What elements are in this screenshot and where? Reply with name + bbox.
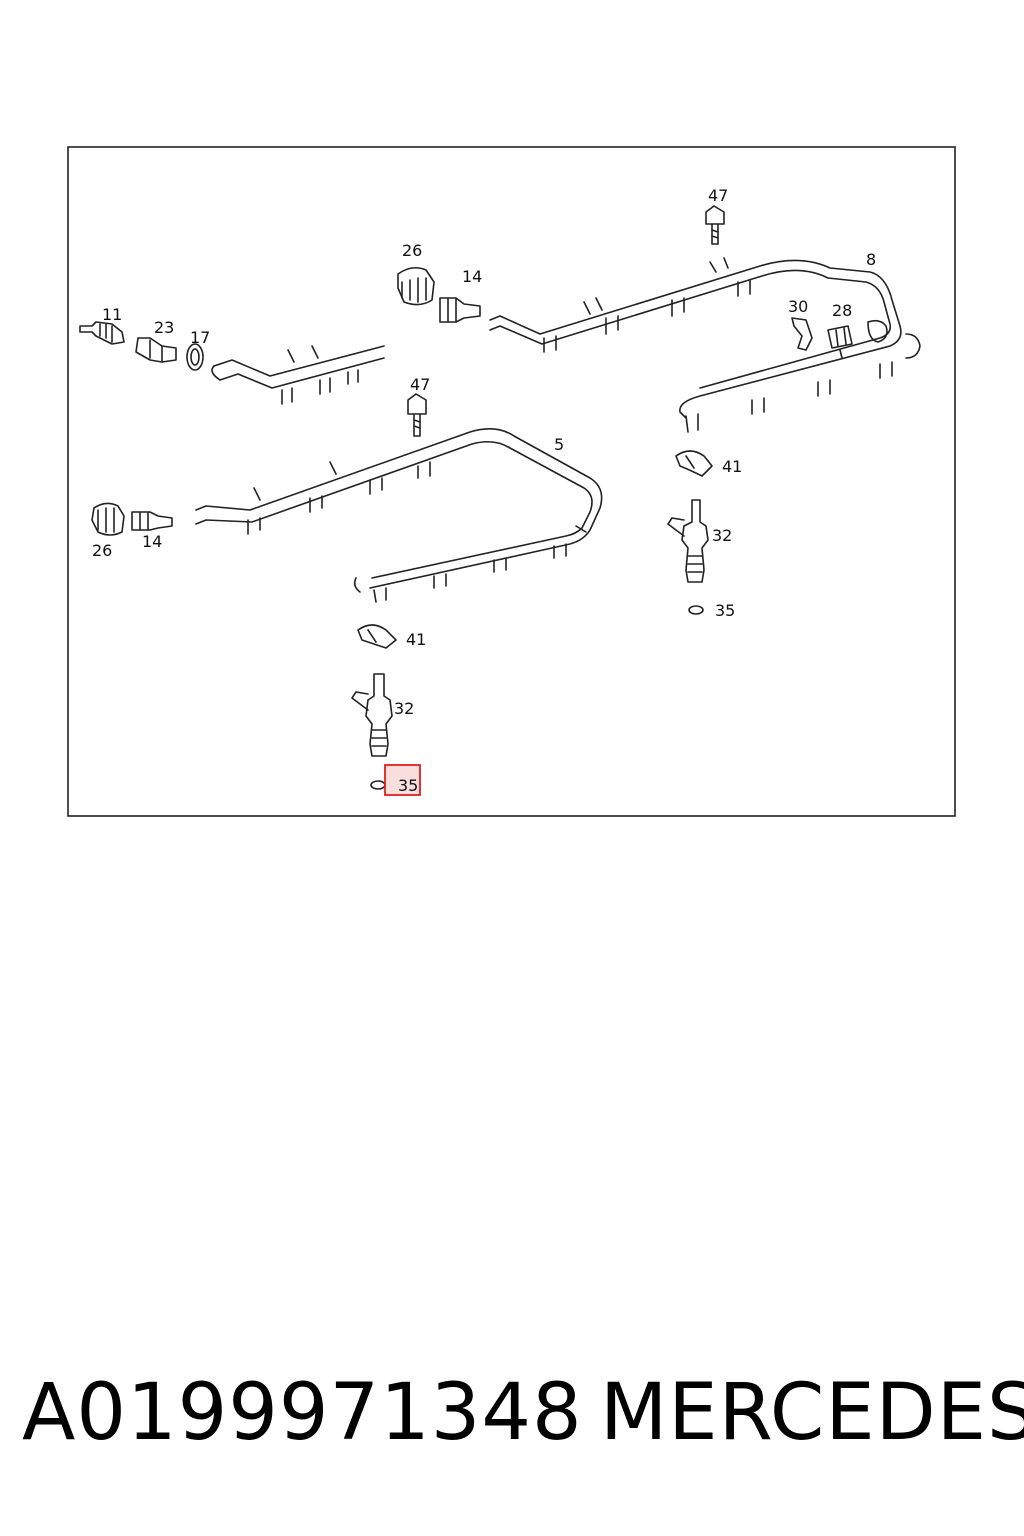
- bolt-47-upper: [705, 205, 725, 245]
- injector-32-right: [667, 499, 709, 583]
- label-32-right: 32: [712, 526, 732, 545]
- seal-ring-35-left: [370, 780, 386, 790]
- cap-26-lower: [91, 502, 125, 536]
- label-41-right: 41: [722, 457, 742, 476]
- seal-ring-17: [186, 343, 204, 371]
- label-23: 23: [154, 318, 174, 337]
- fuel-rail-lower: [195, 428, 603, 603]
- valve-14-lower: [131, 511, 173, 531]
- label-35-highlighted[interactable]: 35: [398, 776, 418, 795]
- label-47-upper: 47: [708, 186, 728, 205]
- label-41-left: 41: [406, 630, 426, 649]
- clip-41-left: [357, 624, 397, 649]
- clip-30: [791, 317, 813, 351]
- fitting-23: [135, 337, 177, 363]
- fitting-11: [79, 321, 125, 345]
- part-number: A0199971348: [22, 1368, 583, 1458]
- clip-41-right: [675, 450, 713, 477]
- label-5: 5: [554, 435, 564, 454]
- label-26-upper: 26: [402, 241, 422, 260]
- bolt-47-lower: [407, 393, 427, 437]
- label-35-right: 35: [715, 601, 735, 620]
- label-26-lower: 26: [92, 541, 112, 560]
- highlight-box[interactable]: [384, 764, 421, 796]
- cap-26-upper: [397, 266, 435, 306]
- brand-name: MERCEDES: [600, 1368, 1024, 1458]
- diagram-frame: [67, 146, 956, 817]
- fuel-rail-upper: [489, 257, 921, 433]
- seal-ring-35-right: [688, 605, 704, 615]
- valve-14-upper: [439, 297, 481, 323]
- regulator-28: [827, 325, 853, 359]
- injector-32-left: [351, 673, 393, 757]
- label-32-left: 32: [394, 699, 414, 718]
- label-14-upper: 14: [462, 267, 482, 286]
- label-17: 17: [190, 328, 210, 347]
- label-14-lower: 14: [142, 532, 162, 551]
- label-8: 8: [866, 250, 876, 269]
- label-30: 30: [788, 297, 808, 316]
- label-11: 11: [102, 305, 122, 324]
- footer: A0199971348 MERCEDES: [22, 1368, 1024, 1474]
- label-28: 28: [832, 301, 852, 320]
- label-47-lower: 47: [410, 375, 430, 394]
- fuel-rail-partial: [211, 345, 385, 405]
